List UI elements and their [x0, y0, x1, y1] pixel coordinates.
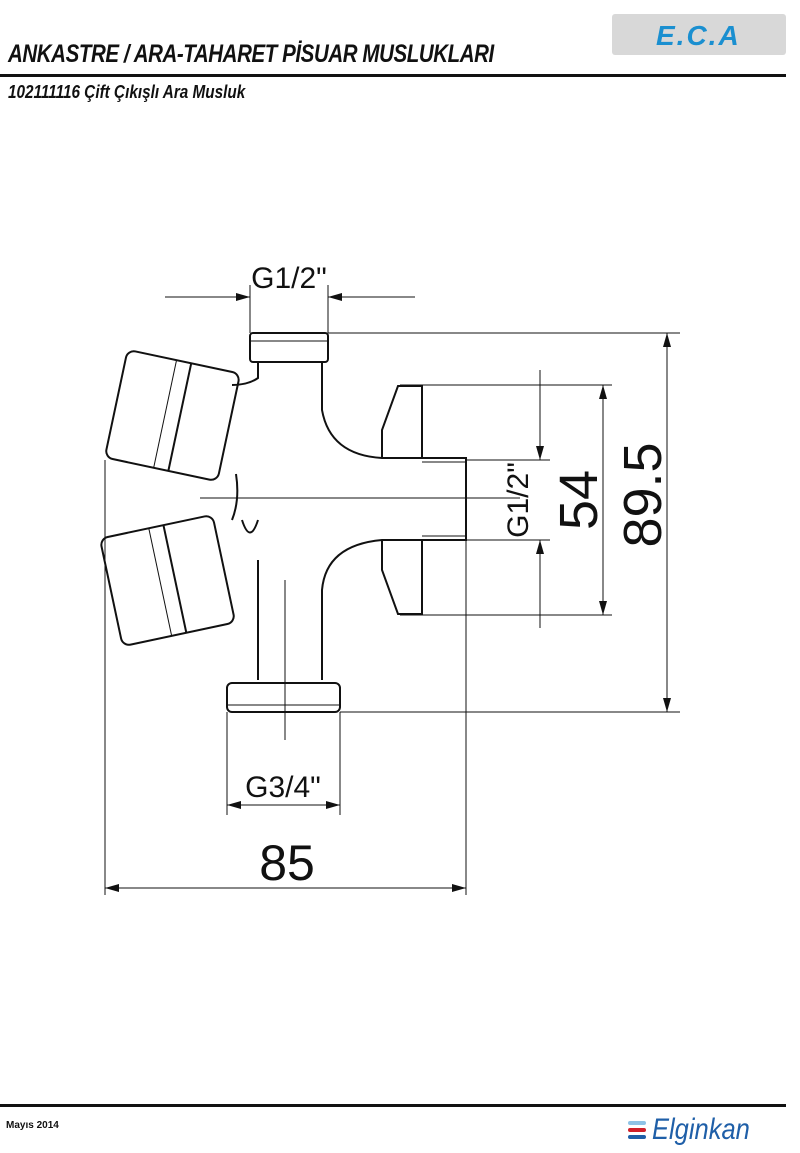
dim-outlet-height-label: 54 [549, 470, 609, 530]
dim-right-thread-label: G1/2" [502, 462, 535, 538]
valve-handle-top [105, 350, 240, 481]
dim-bottom-thread-label: G3/4" [245, 771, 321, 804]
valve-body [226, 332, 467, 713]
dim-width-label: 85 [259, 835, 315, 891]
dim-total-height-label: 89.5 [613, 442, 673, 547]
footer-divider [0, 1104, 786, 1107]
product-subtitle: 102111116 Çift Çıkışlı Ara Musluk [8, 82, 246, 102]
brand-name: Elginkan [652, 1113, 750, 1146]
center-lines [200, 497, 520, 740]
dimension-lines [104, 285, 680, 895]
page-title: ANKASTRE / ARA-TAHARET PİSUAR MUSLUKLARI [8, 40, 494, 68]
brand-bars-icon [628, 1121, 646, 1142]
dim-top-thread-label: G1/2" [251, 262, 327, 295]
footer-date: Mayıs 2014 [6, 1120, 59, 1131]
logo-text: E.C.A [656, 20, 741, 51]
eca-logo: E.C.A [612, 14, 786, 55]
header-divider [0, 74, 786, 77]
valve-handle-bottom [100, 515, 235, 646]
